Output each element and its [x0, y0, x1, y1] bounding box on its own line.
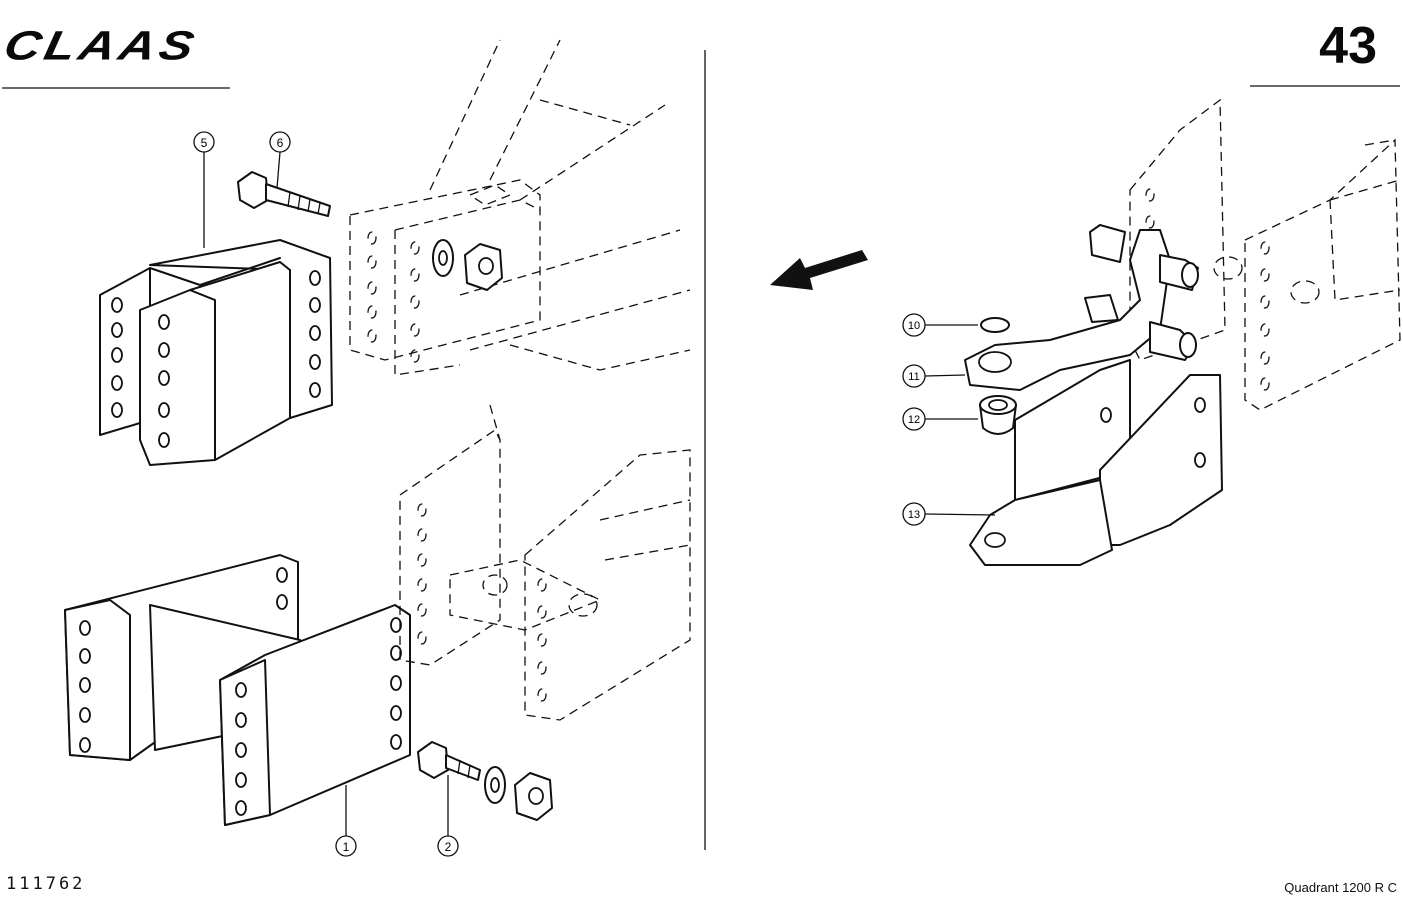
ring-part-10: [980, 317, 1010, 333]
frame-dashed-right: [1129, 98, 1401, 411]
callout-11: 11: [902, 364, 966, 388]
callout-13: 13: [902, 502, 996, 526]
callout-2: 2: [437, 775, 459, 857]
callout-1: 1: [335, 785, 357, 857]
callout-10: 10: [902, 313, 978, 337]
bushing-part-12: [979, 395, 1017, 435]
callout-12: 12: [902, 407, 978, 431]
bracket-5-holes: [111, 270, 321, 448]
bracket-part-5: [99, 239, 333, 466]
svg-text:12: 12: [908, 414, 920, 426]
page-number: 43: [1319, 17, 1377, 75]
svg-text:1: 1: [343, 840, 350, 854]
bolt-part-6: [237, 171, 331, 217]
model-name: Quadrant 1200 R C: [1284, 880, 1397, 895]
washer-bottom: [484, 766, 506, 804]
frame-dashed-top: [349, 39, 691, 376]
svg-text:5: 5: [201, 136, 208, 150]
direction-arrow-icon: [770, 250, 868, 290]
bolt-part-2: [417, 741, 481, 781]
callout-6: 6: [269, 131, 291, 189]
svg-text:10: 10: [908, 320, 920, 332]
bracket-part-13: [969, 359, 1223, 566]
lever-part-11: [964, 224, 1199, 391]
svg-text:2: 2: [445, 840, 452, 854]
figure-number: 111762: [6, 874, 86, 894]
nut-bottom: [514, 772, 553, 821]
callout-5: 5: [193, 131, 215, 248]
frame-dashed-bottom: [399, 404, 691, 721]
bracket-1-holes: [79, 567, 402, 816]
bracket-part-1: [64, 554, 411, 826]
svg-text:11: 11: [908, 371, 919, 383]
washer-and-nut-top: [432, 239, 503, 291]
svg-text:13: 13: [908, 509, 920, 521]
svg-text:6: 6: [277, 136, 284, 150]
